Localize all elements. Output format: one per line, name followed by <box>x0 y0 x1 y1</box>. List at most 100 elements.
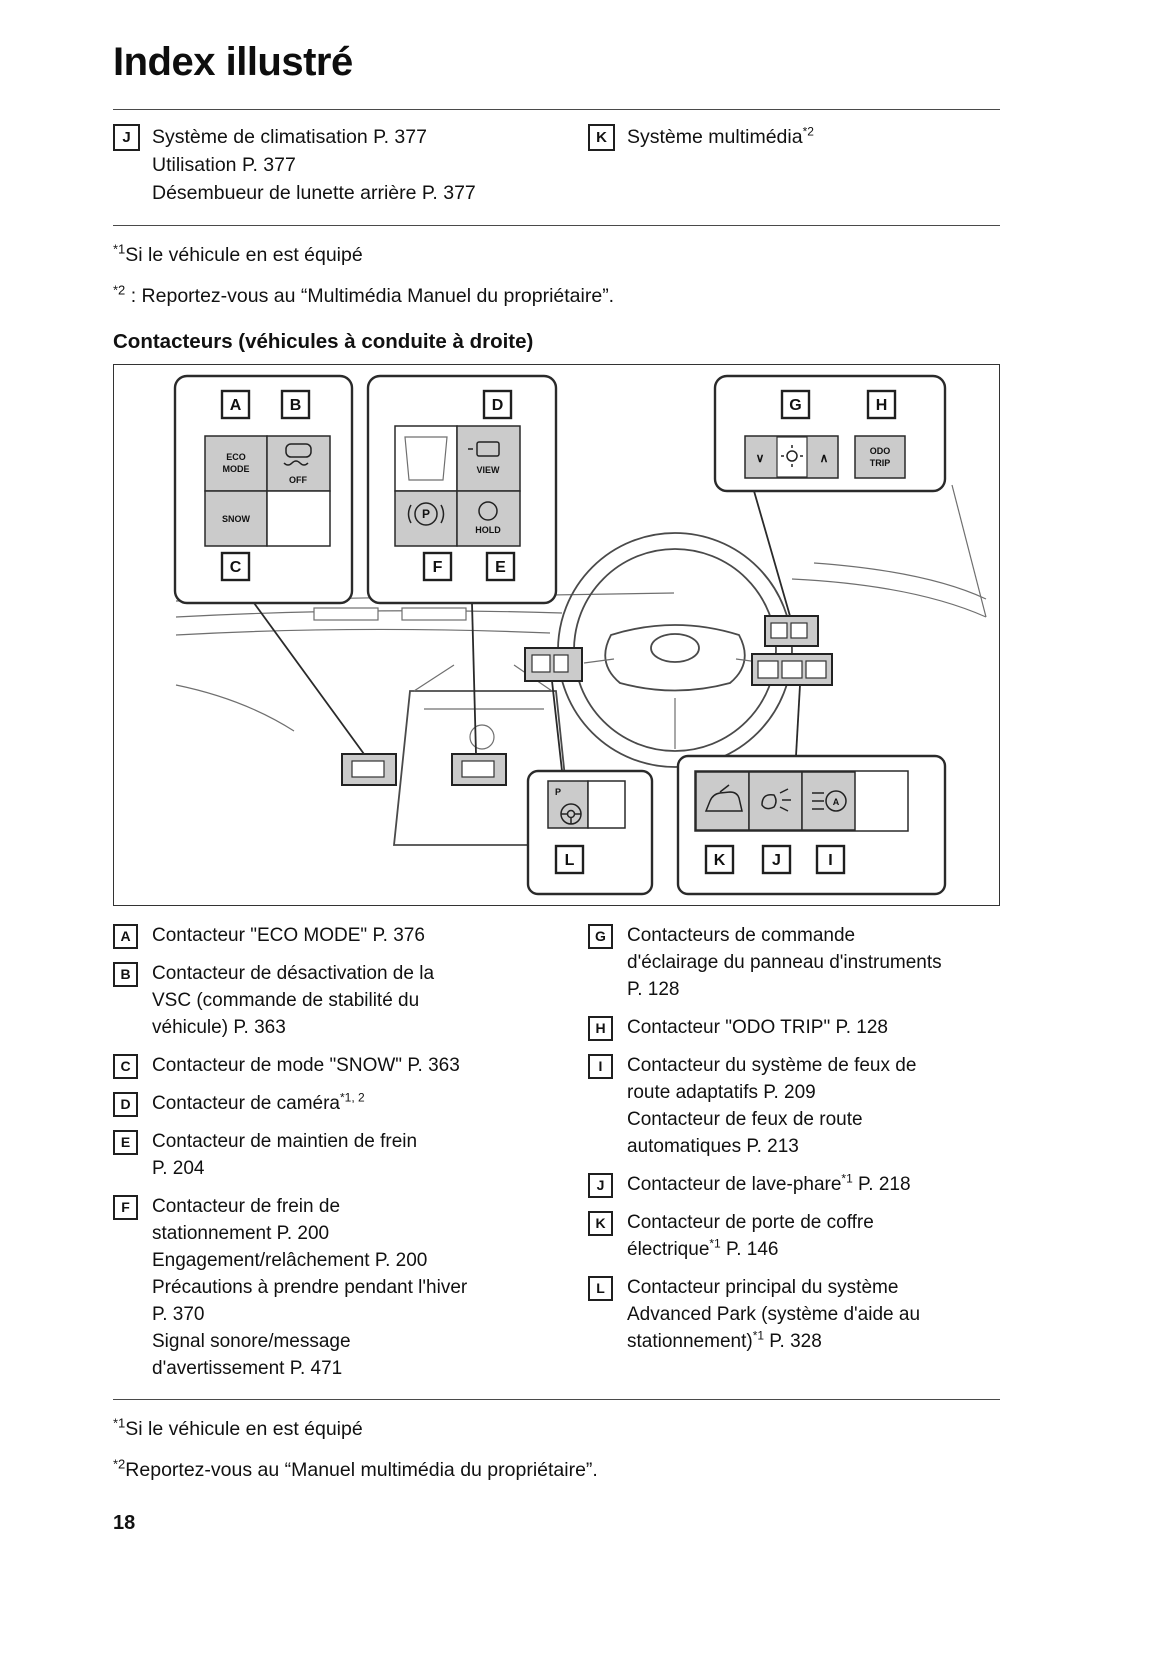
adaptive-high-beam-icon <box>812 790 847 812</box>
vsc-off-icon <box>283 443 312 466</box>
svg-text:E: E <box>495 559 506 576</box>
top-k-line: Système multimédia*2 <box>627 124 814 149</box>
footnote-top-2: *2 : Reportez-vous au “Multimédia Manuel… <box>113 282 615 308</box>
diagram-label-k: K <box>704 844 735 875</box>
svg-text:C: C <box>230 559 242 576</box>
svg-text:B: B <box>290 397 302 414</box>
callout-abc: A B ECO MODE OFF <box>173 374 354 605</box>
blank-switch <box>394 425 458 492</box>
legend-text-d: Contacteur de caméra*1, 2 <box>152 1090 365 1114</box>
adaptive-high-beam-button: A <box>801 771 856 831</box>
svg-text:HOLD: HOLD <box>475 525 501 535</box>
callout-gh: G H ∨ ∧ ODO <box>713 374 947 493</box>
footnote-top-1: *1Si le véhicule en est équipé <box>113 241 363 267</box>
vsc-off-button: OFF <box>266 435 331 492</box>
callout-kji: A K J I <box>676 754 947 896</box>
legend-sup: *1 <box>709 1236 721 1251</box>
callout-l: P L <box>526 769 654 896</box>
diagram-label-d: D <box>482 389 513 420</box>
camera-view-button: VIEW <box>456 425 521 492</box>
top-key-k: K <box>588 124 615 151</box>
diagram-label-g: G <box>780 389 811 420</box>
svg-text:J: J <box>772 852 781 869</box>
steering-wheel <box>557 532 793 768</box>
legend-key-k: K <box>588 1211 613 1236</box>
diagram-label-f: F <box>422 551 453 582</box>
legend-key-f: F <box>113 1195 138 1220</box>
legend-key-a: A <box>113 924 138 949</box>
divider-bottom <box>113 1399 1000 1400</box>
brake-hold-icon <box>478 501 498 521</box>
legend-sup: *1 <box>841 1171 853 1186</box>
footnote-sup: *1 <box>113 1415 126 1431</box>
switch-panel-console-right <box>451 753 507 786</box>
legend-text-j: Contacteur de lave-phare*1 P. 218 <box>627 1171 911 1195</box>
svg-text:P: P <box>555 787 561 797</box>
svg-text:ECO: ECO <box>226 452 246 462</box>
switch-panel-console-left <box>341 753 397 786</box>
top-j-line1: Système de climatisation P. 377 <box>152 126 427 148</box>
footnote-sup: *2 <box>113 282 126 298</box>
svg-text:∧: ∧ <box>820 451 829 465</box>
legend-key-g: G <box>588 924 613 949</box>
legend-sup: *1, 2 <box>340 1090 365 1105</box>
svg-text:A: A <box>833 797 840 807</box>
headlight-washer-icon <box>761 788 791 812</box>
switch-panel-left-of-wheel <box>524 647 583 682</box>
top-item-j: J Système de climatisation P. 377 Utilis… <box>113 123 588 207</box>
diagram-label-e: E <box>485 551 516 582</box>
legend-item-a: A Contacteur "ECO MODE" P. 376 <box>113 922 565 949</box>
switch-panel-right-lower <box>751 653 833 686</box>
diagram-label-i: I <box>815 844 846 875</box>
callout-def: D VIEW <box>366 374 558 605</box>
svg-text:OFF: OFF <box>289 475 307 485</box>
footnote-sup: *1 <box>113 241 126 257</box>
divider-top <box>113 109 1000 110</box>
switch-panel-right-upper <box>764 615 819 647</box>
footnote-sup: *2 <box>113 1456 126 1472</box>
instrument-dimmer-icon <box>781 445 803 467</box>
svg-text:K: K <box>714 852 726 869</box>
advanced-park-icon <box>560 803 582 825</box>
diagram-label-a: A <box>220 389 251 420</box>
svg-text:I: I <box>828 852 832 869</box>
svg-text:ODO: ODO <box>870 446 891 456</box>
blank-button <box>266 490 331 547</box>
diagram-label-l: L <box>554 844 585 875</box>
blank-button-2 <box>587 780 626 829</box>
legend-key-h: H <box>588 1016 613 1041</box>
legend-key-c: C <box>113 1054 138 1079</box>
advanced-park-button: P <box>547 780 589 829</box>
footnote-bottom-2: *2Reportez-vous au “Manuel multimédia du… <box>113 1456 598 1482</box>
diagram-label-c: C <box>220 551 251 582</box>
svg-text:MODE: MODE <box>223 464 250 474</box>
top-key-j: J <box>113 124 140 151</box>
power-back-door-icon <box>704 784 743 812</box>
callout-connectors <box>253 490 801 772</box>
page-number: 18 <box>113 1512 136 1534</box>
legend-text-a: Contacteur "ECO MODE" P. 376 <box>152 925 425 946</box>
svg-text:A: A <box>230 397 242 414</box>
parking-brake-icon <box>407 502 445 526</box>
power-back-door-button <box>695 771 750 831</box>
footnote-bottom-1: *1Si le véhicule en est équipé <box>113 1415 363 1441</box>
legend-key-j: J <box>588 1173 613 1198</box>
svg-text:TRIP: TRIP <box>870 458 891 468</box>
legend-item-c: C Contacteur de mode "SNOW" P. 363 <box>113 1052 565 1079</box>
legend-item-j: J Contacteur de lave-phare*1 P. 218 <box>588 1171 1000 1198</box>
top-j-line3: Désembueur de lunette arrière P. 377 <box>152 182 476 204</box>
legend-text-c: Contacteur de mode "SNOW" P. 363 <box>152 1055 460 1076</box>
legend-key-b: B <box>113 962 138 987</box>
section-heading: Contacteurs (véhicules à conduite à droi… <box>113 330 534 353</box>
diagram-label-h: H <box>866 389 897 420</box>
top-index-row: J Système de climatisation P. 377 Utilis… <box>113 110 1000 225</box>
